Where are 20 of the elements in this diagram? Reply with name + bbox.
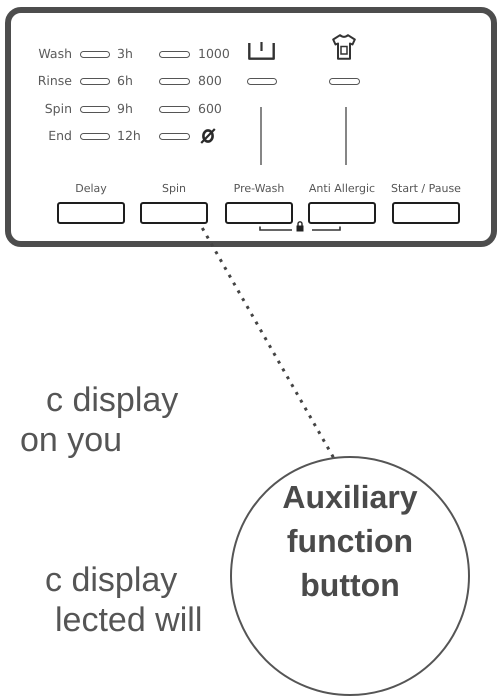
callout-text: Auxiliary function button: [282, 478, 418, 605]
cycle-label: Spin: [44, 101, 72, 117]
time-label: 6h: [117, 73, 133, 89]
button-label: Delay: [75, 182, 107, 196]
time-label: 3h: [117, 46, 133, 62]
speed-label: 800: [198, 73, 222, 89]
button-label: Pre-Wash: [234, 182, 284, 196]
speed-label: 600: [198, 101, 222, 117]
button-label: Anti Allergic: [308, 182, 376, 196]
button-label: Start / Pause: [391, 182, 461, 196]
button-label: Spin: [162, 182, 186, 196]
cycle-label: End: [48, 128, 72, 144]
speed-label: 1000: [198, 46, 230, 62]
cycle-label: Wash: [38, 46, 72, 62]
cycle-label: Rinse: [38, 73, 72, 89]
body-text: c display lected will: [45, 560, 204, 640]
control-panel: [5, 7, 497, 247]
time-label: 9h: [117, 101, 133, 117]
body-text: c display on you: [20, 380, 180, 460]
time-label: 12h: [117, 128, 141, 144]
